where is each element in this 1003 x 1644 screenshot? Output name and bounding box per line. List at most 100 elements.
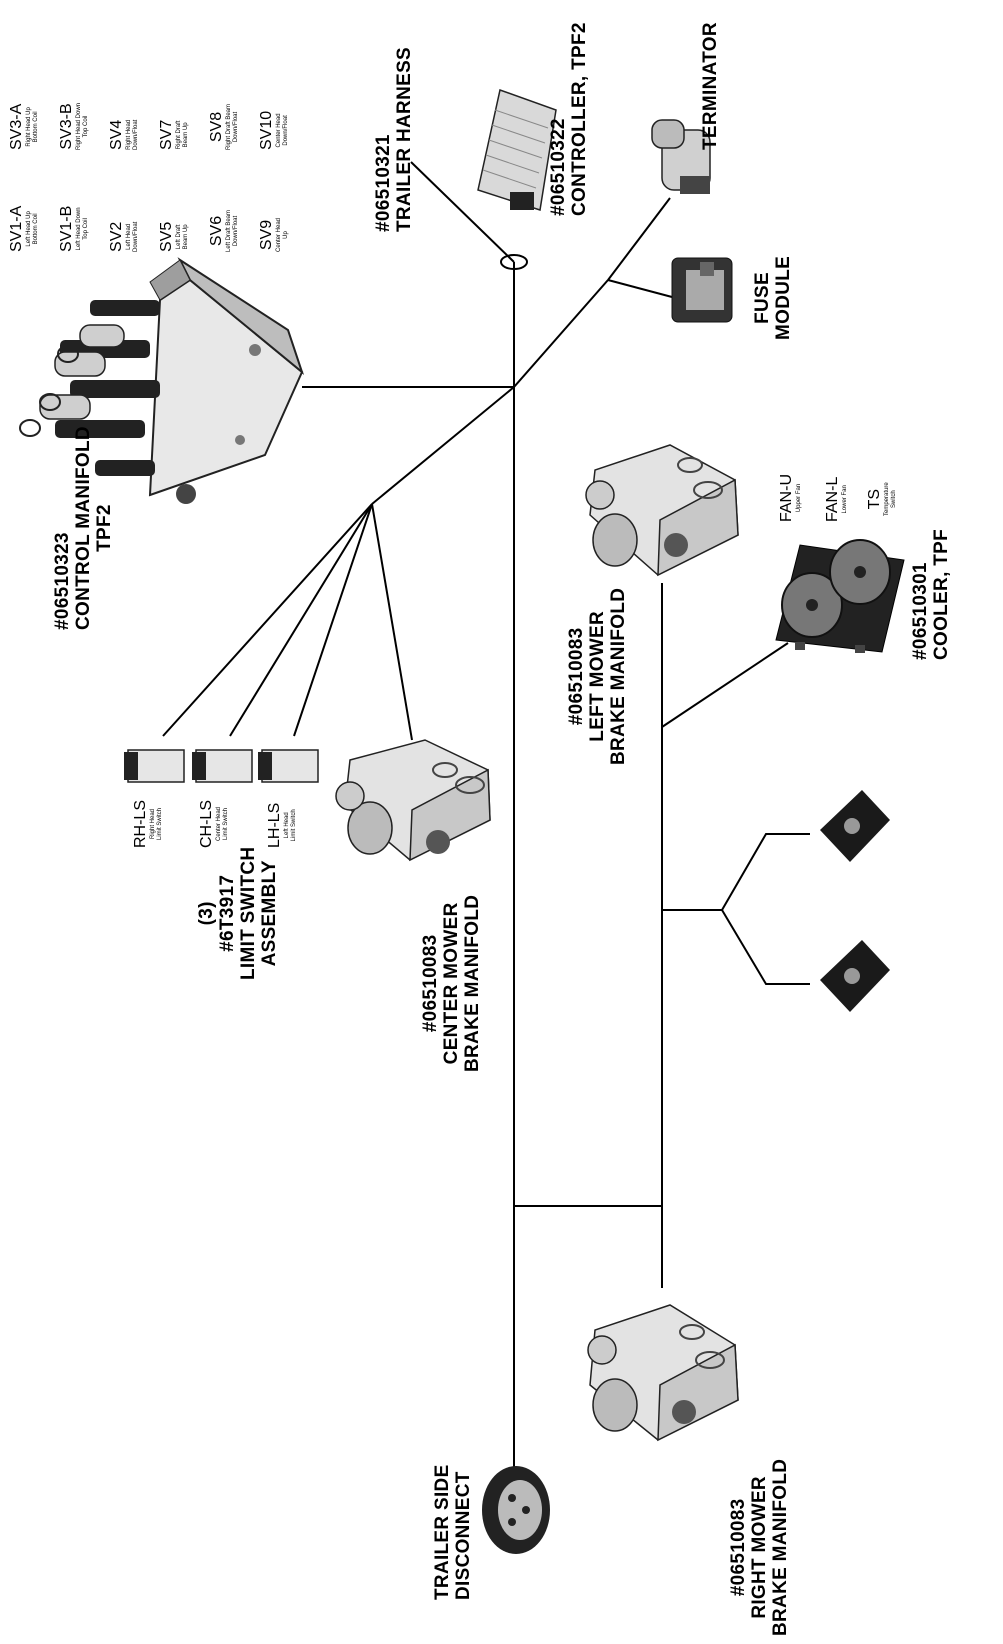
upper-fan-motor-icon xyxy=(820,790,890,862)
solenoid-code: SV9 xyxy=(258,219,275,251)
fuse-module-icon xyxy=(671,257,733,323)
switch-desc: Center Head xyxy=(216,806,222,842)
solenoid-desc: Beam Up xyxy=(183,122,189,148)
limit-switch-part: #6T3917 xyxy=(217,874,238,952)
right-mower-desc: BRAKE MANIFOLD xyxy=(770,1458,791,1636)
solenoid-desc: Right Head xyxy=(126,119,132,150)
solenoid-desc: Down/Float xyxy=(233,111,239,143)
solenoid-desc: Bottom Coil xyxy=(33,111,39,143)
trailer-harness-label: #06510321 TRAILER HARNESS xyxy=(373,47,415,232)
control-manifold-label: #06510323 CONTROL MANIFOLD TPF2 xyxy=(52,426,115,630)
center-mower-name: CENTER MOWER xyxy=(441,902,462,1065)
solenoid-desc: Right Head Up xyxy=(26,107,32,147)
control-manifold-part: #06510323 xyxy=(52,532,73,630)
solenoid-desc: Right Draft Beam xyxy=(226,103,232,150)
switch-desc: Limit Switch xyxy=(291,809,297,842)
trailer-harness-part: #06510321 xyxy=(373,134,394,232)
switch-desc: Left Head xyxy=(284,812,290,839)
rh-ls-wire xyxy=(162,503,373,737)
limit-switch-icons xyxy=(124,749,319,783)
terminator-name: TERMINATOR xyxy=(700,22,721,150)
solenoid-desc: Left Draft Beam xyxy=(226,209,232,252)
controller-part: #06510322 xyxy=(548,118,569,216)
ch-ls-wire xyxy=(229,503,373,737)
lh-ls-wire xyxy=(293,503,373,737)
left-mower-desc: BRAKE MANIFOLD xyxy=(608,587,629,765)
solenoid-code: SV4 xyxy=(108,119,125,150)
lower-fan-wire xyxy=(721,909,810,985)
solenoid-desc: Beam Up xyxy=(183,224,189,250)
control-manifold-name: CONTROL MANIFOLD xyxy=(73,426,94,630)
left-mower-manifold-icon xyxy=(585,444,739,577)
center-mower-manifold-icon xyxy=(335,739,491,862)
cooler-icon xyxy=(775,539,905,653)
cooler-part-code: FAN-U xyxy=(778,474,795,522)
control-manifold-model: TPF2 xyxy=(94,504,115,552)
cooler-label: #06510301 COOLER, TPF xyxy=(910,529,952,660)
cooler-part-desc: Temperature xyxy=(884,482,890,516)
cooler-part-desc: Upper Fan xyxy=(796,483,802,513)
cooler-part-desc: Lower Fan xyxy=(842,485,848,514)
lower-fan-motor-icon xyxy=(820,940,890,1012)
solenoid-code: SV6 xyxy=(208,215,225,247)
solenoid-desc: Center Head xyxy=(276,113,282,148)
cooler-fan-u: FAN-U Upper Fan xyxy=(778,474,803,522)
solenoid-desc: Down/Float xyxy=(233,215,239,247)
solenoid-desc: Left Head Down xyxy=(76,207,82,251)
upper-fan-wire xyxy=(721,833,810,911)
right-mower-label: #06510083 RIGHT MOWER BRAKE MANIFOLD xyxy=(728,1459,791,1636)
solenoid-code: SV10 xyxy=(258,110,275,150)
harness-loop xyxy=(500,254,528,270)
solenoid-code: SV3-A xyxy=(8,103,25,150)
switch-desc: Limit Switch xyxy=(157,807,163,840)
cooler-name: COOLER, TPF xyxy=(931,528,952,660)
center-mower-desc: BRAKE MANIFOLD xyxy=(462,894,483,1072)
terminator-wire xyxy=(607,197,671,281)
right-mower-part: #06510083 xyxy=(728,1498,749,1597)
limit-switch-label: (3) #6T3917 LIMIT SWITCH ASSEMBLY xyxy=(196,847,280,980)
solenoid-desc: Down/Float xyxy=(133,221,139,252)
switch-desc: Limit Switch xyxy=(223,807,229,840)
center-mower-wire xyxy=(371,503,413,741)
switch-code: CH-LS xyxy=(198,799,215,848)
solenoid-desc: Left Head Up xyxy=(26,211,32,247)
cooler-wire xyxy=(661,642,789,728)
trailer-disconnect-label: TRAILER SIDE DISCONNECT xyxy=(432,1464,474,1600)
solenoid-code: SV7 xyxy=(158,119,175,150)
terminator-branch-wire xyxy=(513,279,609,388)
terminator-label: TERMINATOR xyxy=(700,22,721,150)
solenoid-desc: Bottom Coil xyxy=(33,213,39,245)
switch-desc: Right Head xyxy=(150,808,156,840)
controller-icon xyxy=(477,89,557,211)
left-mower-part: #06510083 xyxy=(566,627,587,726)
solenoid-desc: Center Head xyxy=(276,217,282,252)
cooler-part-code: TS xyxy=(866,488,883,510)
terminator-icon xyxy=(651,119,711,194)
fuse-module-wire xyxy=(607,279,673,298)
right-mower-manifold-icon xyxy=(587,1304,739,1442)
cooler-part-desc: Switch xyxy=(891,490,897,508)
solenoid-code: SV3-B xyxy=(58,103,75,150)
solenoid-code: SV1-B xyxy=(58,205,75,252)
solenoid-desc: Right Head Down xyxy=(76,102,82,150)
control-manifold-icon xyxy=(19,257,305,504)
trailer-disconnect-line1: TRAILER SIDE xyxy=(432,1464,453,1600)
limit-switch-assembly: ASSEMBLY xyxy=(259,860,280,967)
right-mower-name: RIGHT MOWER xyxy=(749,1476,770,1619)
solenoid-desc: Top Coil xyxy=(83,218,89,240)
limit-switch-branch-wire xyxy=(371,386,515,505)
solenoid-desc: Down/Float xyxy=(133,119,139,150)
solenoid-desc: Left Head xyxy=(126,223,132,250)
